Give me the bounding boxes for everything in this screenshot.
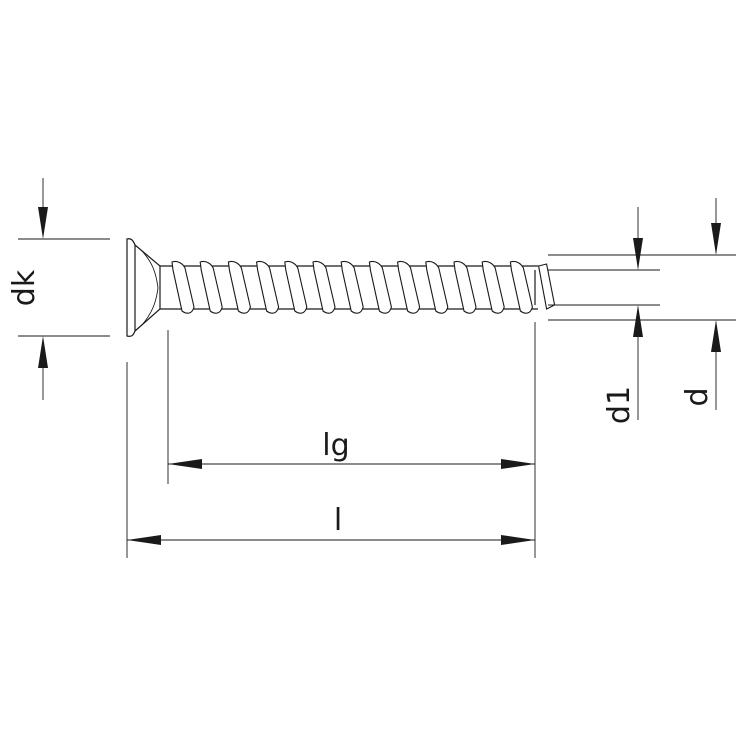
thread-turn (312, 260, 336, 314)
thread-turn (199, 260, 223, 314)
thread-tip (537, 263, 556, 310)
thread-turn (396, 260, 421, 314)
arrow-l-left (127, 535, 161, 545)
dimension-dk: dk (7, 178, 48, 400)
extension-lines (18, 238, 736, 558)
arrow-l-right (501, 535, 535, 545)
label-l: l (334, 503, 342, 538)
screw-thread (171, 260, 556, 314)
thread-turn (227, 260, 251, 314)
thread-turn (481, 260, 505, 314)
arrow-d-bottom (711, 320, 721, 352)
arrow-d-top (711, 223, 721, 255)
arrow-lg-right (501, 459, 535, 469)
label-dk: dk (7, 269, 42, 306)
thread-turn (340, 260, 364, 314)
dimension-d1: d1 (602, 207, 643, 424)
arrow-d1-top (633, 238, 643, 270)
arrow-d1-bottom (633, 305, 643, 337)
thread-turn (425, 260, 449, 314)
label-d: d (680, 387, 715, 406)
dimension-d: d (680, 198, 721, 410)
thread-turn (368, 260, 392, 314)
label-lg: lg (322, 428, 349, 463)
thread-turn (284, 260, 308, 314)
arrow-dk-bottom (38, 336, 48, 368)
arrow-lg-left (168, 459, 202, 469)
dimension-l: l (127, 503, 535, 545)
thread-turn (453, 260, 477, 314)
label-d1: d1 (602, 386, 637, 424)
arrow-dk-top (38, 207, 48, 239)
screw-head (126, 238, 161, 337)
dimension-lg: lg (168, 428, 535, 469)
thread-turn (509, 260, 533, 314)
thread-turn (255, 260, 280, 314)
thread-turn (171, 260, 195, 314)
